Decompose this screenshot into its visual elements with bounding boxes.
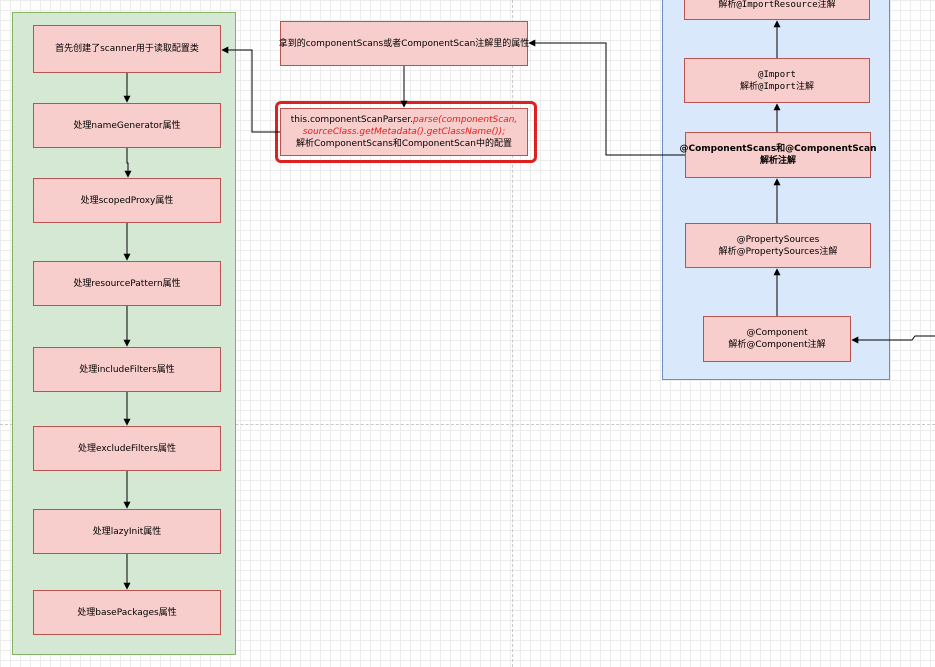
edge-componentscans-attributes [528,39,685,156]
import-title: @Import [758,69,796,80]
step-lazy-init[interactable]: 处理lazyInit属性 [33,509,221,554]
import-resource-label: 解析@ImportResource注解 [718,0,836,10]
step-base-packages-label: 处理basePackages属性 [77,607,177,618]
page-guide-vertical [512,0,513,667]
component-scans-label: 解析注解 [759,156,796,166]
parse-code-line1: this.componentScanParser.parse(component… [290,115,518,125]
step-scoped-proxy[interactable]: 处理scopedProxy属性 [33,178,221,223]
import-label: 解析@Import注解 [740,81,814,92]
step-name-generator-label: 处理nameGenerator属性 [73,120,181,131]
step-create-scanner[interactable]: 首先创建了scanner用于读取配置类 [33,25,221,73]
step-create-scanner-label: 首先创建了scanner用于读取配置类 [55,44,199,54]
step-name-generator[interactable]: 处理nameGenerator属性 [33,103,221,148]
import-box[interactable]: @Import 解析@Import注解 [684,58,870,103]
component-box[interactable]: @Component 解析@Component注解 [703,316,851,362]
step-resource-pattern[interactable]: 处理resourcePattern属性 [33,261,221,306]
edge-incoming-component [851,335,935,344]
page-guide-horizontal [0,424,935,425]
edge-step2-step3 [124,148,132,178]
property-sources-title: @PropertySources [736,234,820,245]
component-scan-parse-box[interactable]: this.componentScanParser.parse(component… [280,108,528,156]
component-title: @Component [746,328,808,338]
step-include-filters-label: 处理includeFilters属性 [79,364,175,375]
step-include-filters[interactable]: 处理includeFilters属性 [33,347,221,392]
step-exclude-filters-label: 处理excludeFilters属性 [78,443,176,454]
component-scans-title: @ComponentScans和@ComponentScan [679,144,877,154]
component-scans-box[interactable]: @ComponentScans和@ComponentScan 解析注解 [680,132,877,178]
step-base-packages[interactable]: 处理basePackages属性 [33,590,221,635]
parse-description: 解析ComponentScans和ComponentScan中的配置 [296,139,512,149]
step-scoped-proxy-label: 处理scopedProxy属性 [80,195,174,206]
import-resource-box[interactable]: 解析@ImportResource注解 [684,0,870,20]
component-scan-attributes-label: 拿到的componentScans或者ComponentScan注解里的属性 [278,38,530,49]
property-sources-label: 解析@PropertySources注解 [718,246,838,257]
component-label: 解析@Component注解 [728,340,826,350]
step-resource-pattern-label: 处理resourcePattern属性 [73,278,181,289]
parse-code-line2: sourceClass.getMetadata().getClassName()… [302,127,506,137]
component-scan-attributes-box[interactable]: 拿到的componentScans或者ComponentScan注解里的属性 [278,21,530,66]
step-lazy-init-label: 处理lazyInit属性 [92,526,162,537]
property-sources-box[interactable]: @PropertySources 解析@PropertySources注解 [685,223,871,268]
edge-parse-scanner [221,46,280,133]
step-exclude-filters[interactable]: 处理excludeFilters属性 [33,426,221,471]
